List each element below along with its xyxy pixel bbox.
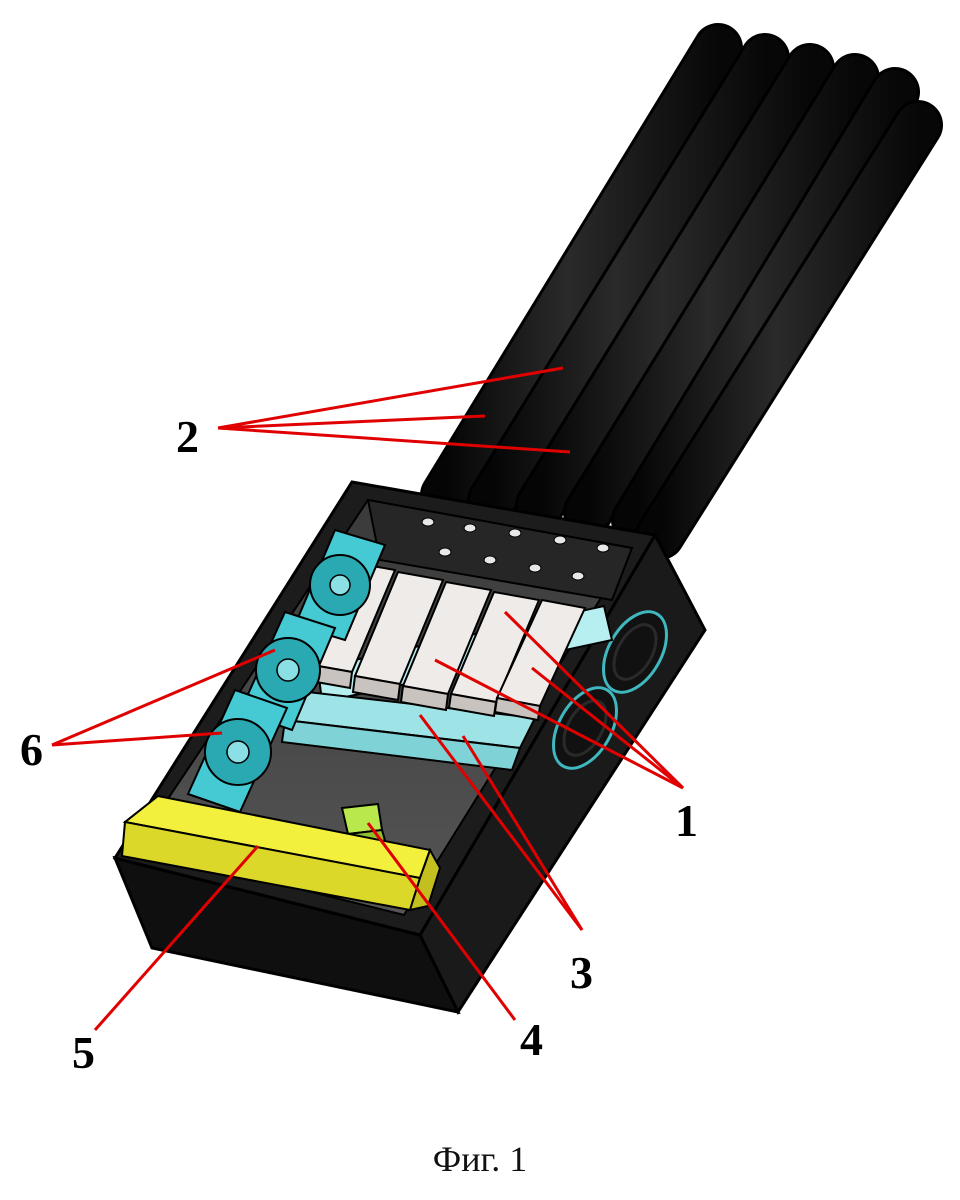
callout-label-5: 5 — [72, 1027, 95, 1078]
rf-module — [399, 580, 493, 712]
antenna — [467, 33, 790, 525]
callout-labels: 2 1 6 3 4 5 — [20, 411, 698, 1078]
connector-holes — [421, 517, 610, 581]
rf-module — [351, 570, 445, 702]
callout-label-2: 2 — [176, 411, 199, 462]
antenna — [611, 67, 920, 545]
antenna — [563, 53, 880, 537]
figure-caption: Фиг. 1 — [432, 1139, 528, 1179]
antenna — [420, 23, 743, 520]
fan — [293, 528, 387, 642]
callout-label-1: 1 — [675, 795, 698, 846]
callout-label-4: 4 — [520, 1014, 543, 1065]
antenna — [515, 43, 835, 530]
rf-module — [493, 598, 587, 722]
housing-back-wall — [366, 498, 634, 602]
antenna — [635, 100, 943, 560]
side-fan-grille — [602, 610, 668, 694]
callout-label-3: 3 — [570, 947, 593, 998]
callout-label-6: 6 — [20, 724, 43, 775]
leader-lines — [51, 366, 685, 1031]
antenna-group — [420, 23, 943, 560]
battery-side — [408, 847, 442, 912]
battery-pack — [120, 794, 442, 912]
